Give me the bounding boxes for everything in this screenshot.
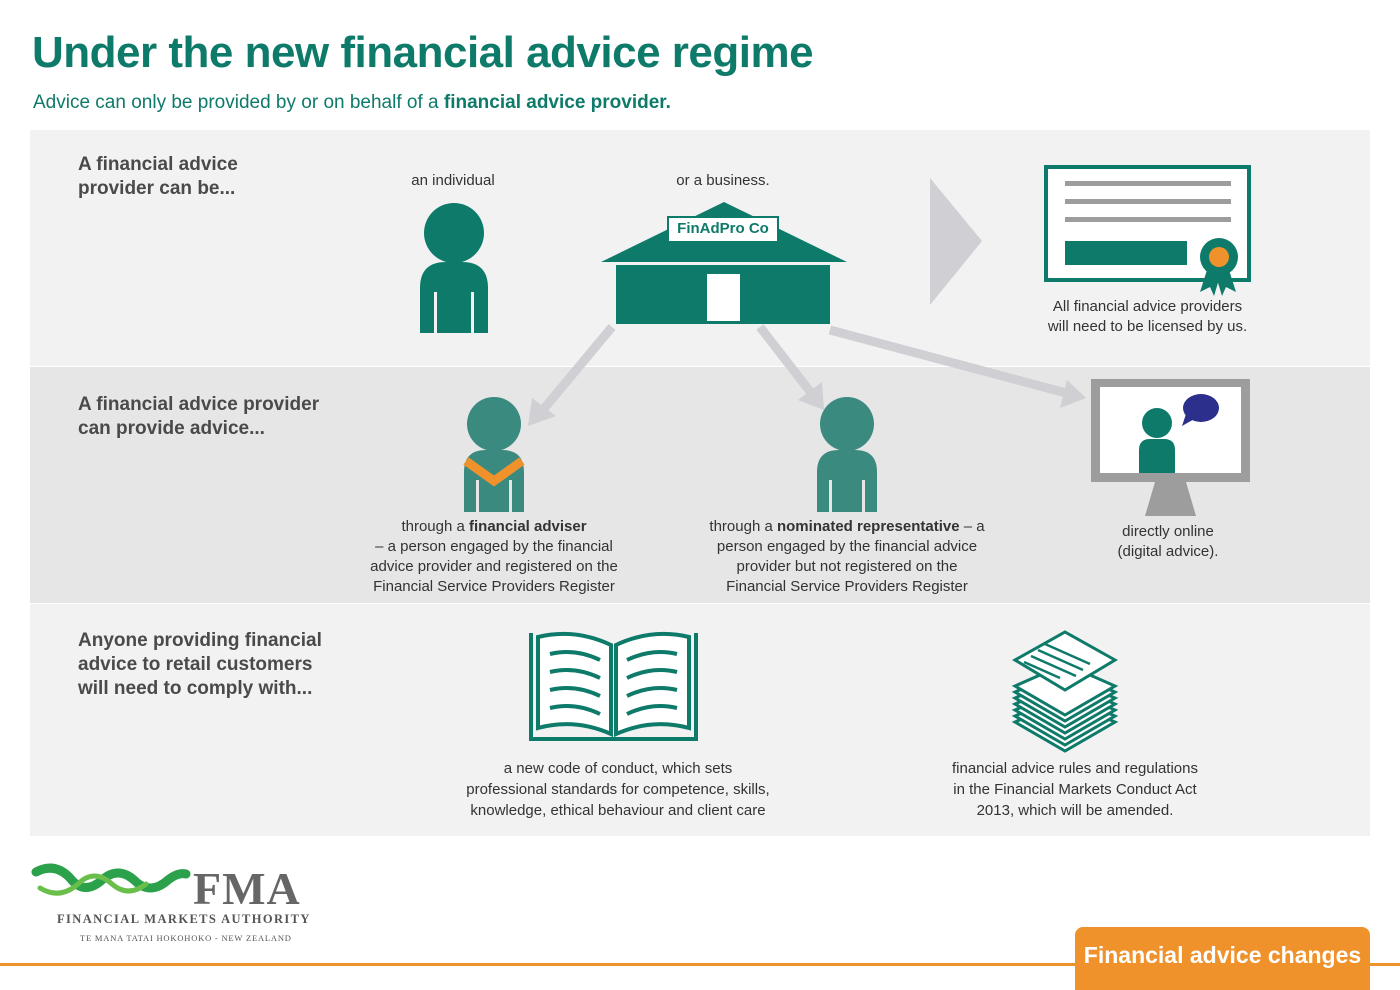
person-icon	[420, 203, 488, 333]
adviser-caption: through a financial adviser – a person e…	[370, 518, 618, 595]
arrow-to-representative	[756, 324, 824, 410]
business-sign: FinAdPro Co	[677, 220, 769, 237]
chevron-right-icon	[930, 178, 982, 305]
footer-divider	[0, 963, 1400, 966]
certificate-icon	[1044, 165, 1251, 296]
arrow-to-online	[828, 325, 1086, 408]
representative-caption: through a nominated representative – a p…	[709, 518, 985, 595]
representative-icon	[817, 397, 877, 512]
arrow-to-adviser	[528, 324, 616, 426]
fma-logo-waves	[31, 863, 191, 896]
page-title: Under the new financial advice regime	[32, 28, 814, 77]
document-stack-icon	[1011, 630, 1119, 753]
fma-logo-name: FINANCIAL MARKETS AUTHORITY	[57, 912, 311, 926]
page-subtitle: Advice can only be provided by or on beh…	[33, 92, 671, 113]
footer-tab-label: Financial advice changes	[1083, 942, 1362, 968]
row-comply-band	[30, 604, 1370, 836]
fma-logo-acronym: FMA	[193, 863, 301, 914]
adviser-icon	[463, 397, 525, 512]
fma-logo-subname: TE MANA TATAI HOKOHOKO - NEW ZEALAND	[80, 933, 292, 943]
house-icon	[601, 202, 847, 324]
book-icon	[529, 631, 698, 741]
business-caption: or a business.	[676, 172, 770, 189]
monitor-icon	[1091, 379, 1250, 516]
footer-tab: Financial advice changes	[1075, 927, 1370, 990]
online-caption: directly online(digital advice).	[1117, 523, 1219, 560]
individual-caption: an individual	[411, 172, 495, 189]
